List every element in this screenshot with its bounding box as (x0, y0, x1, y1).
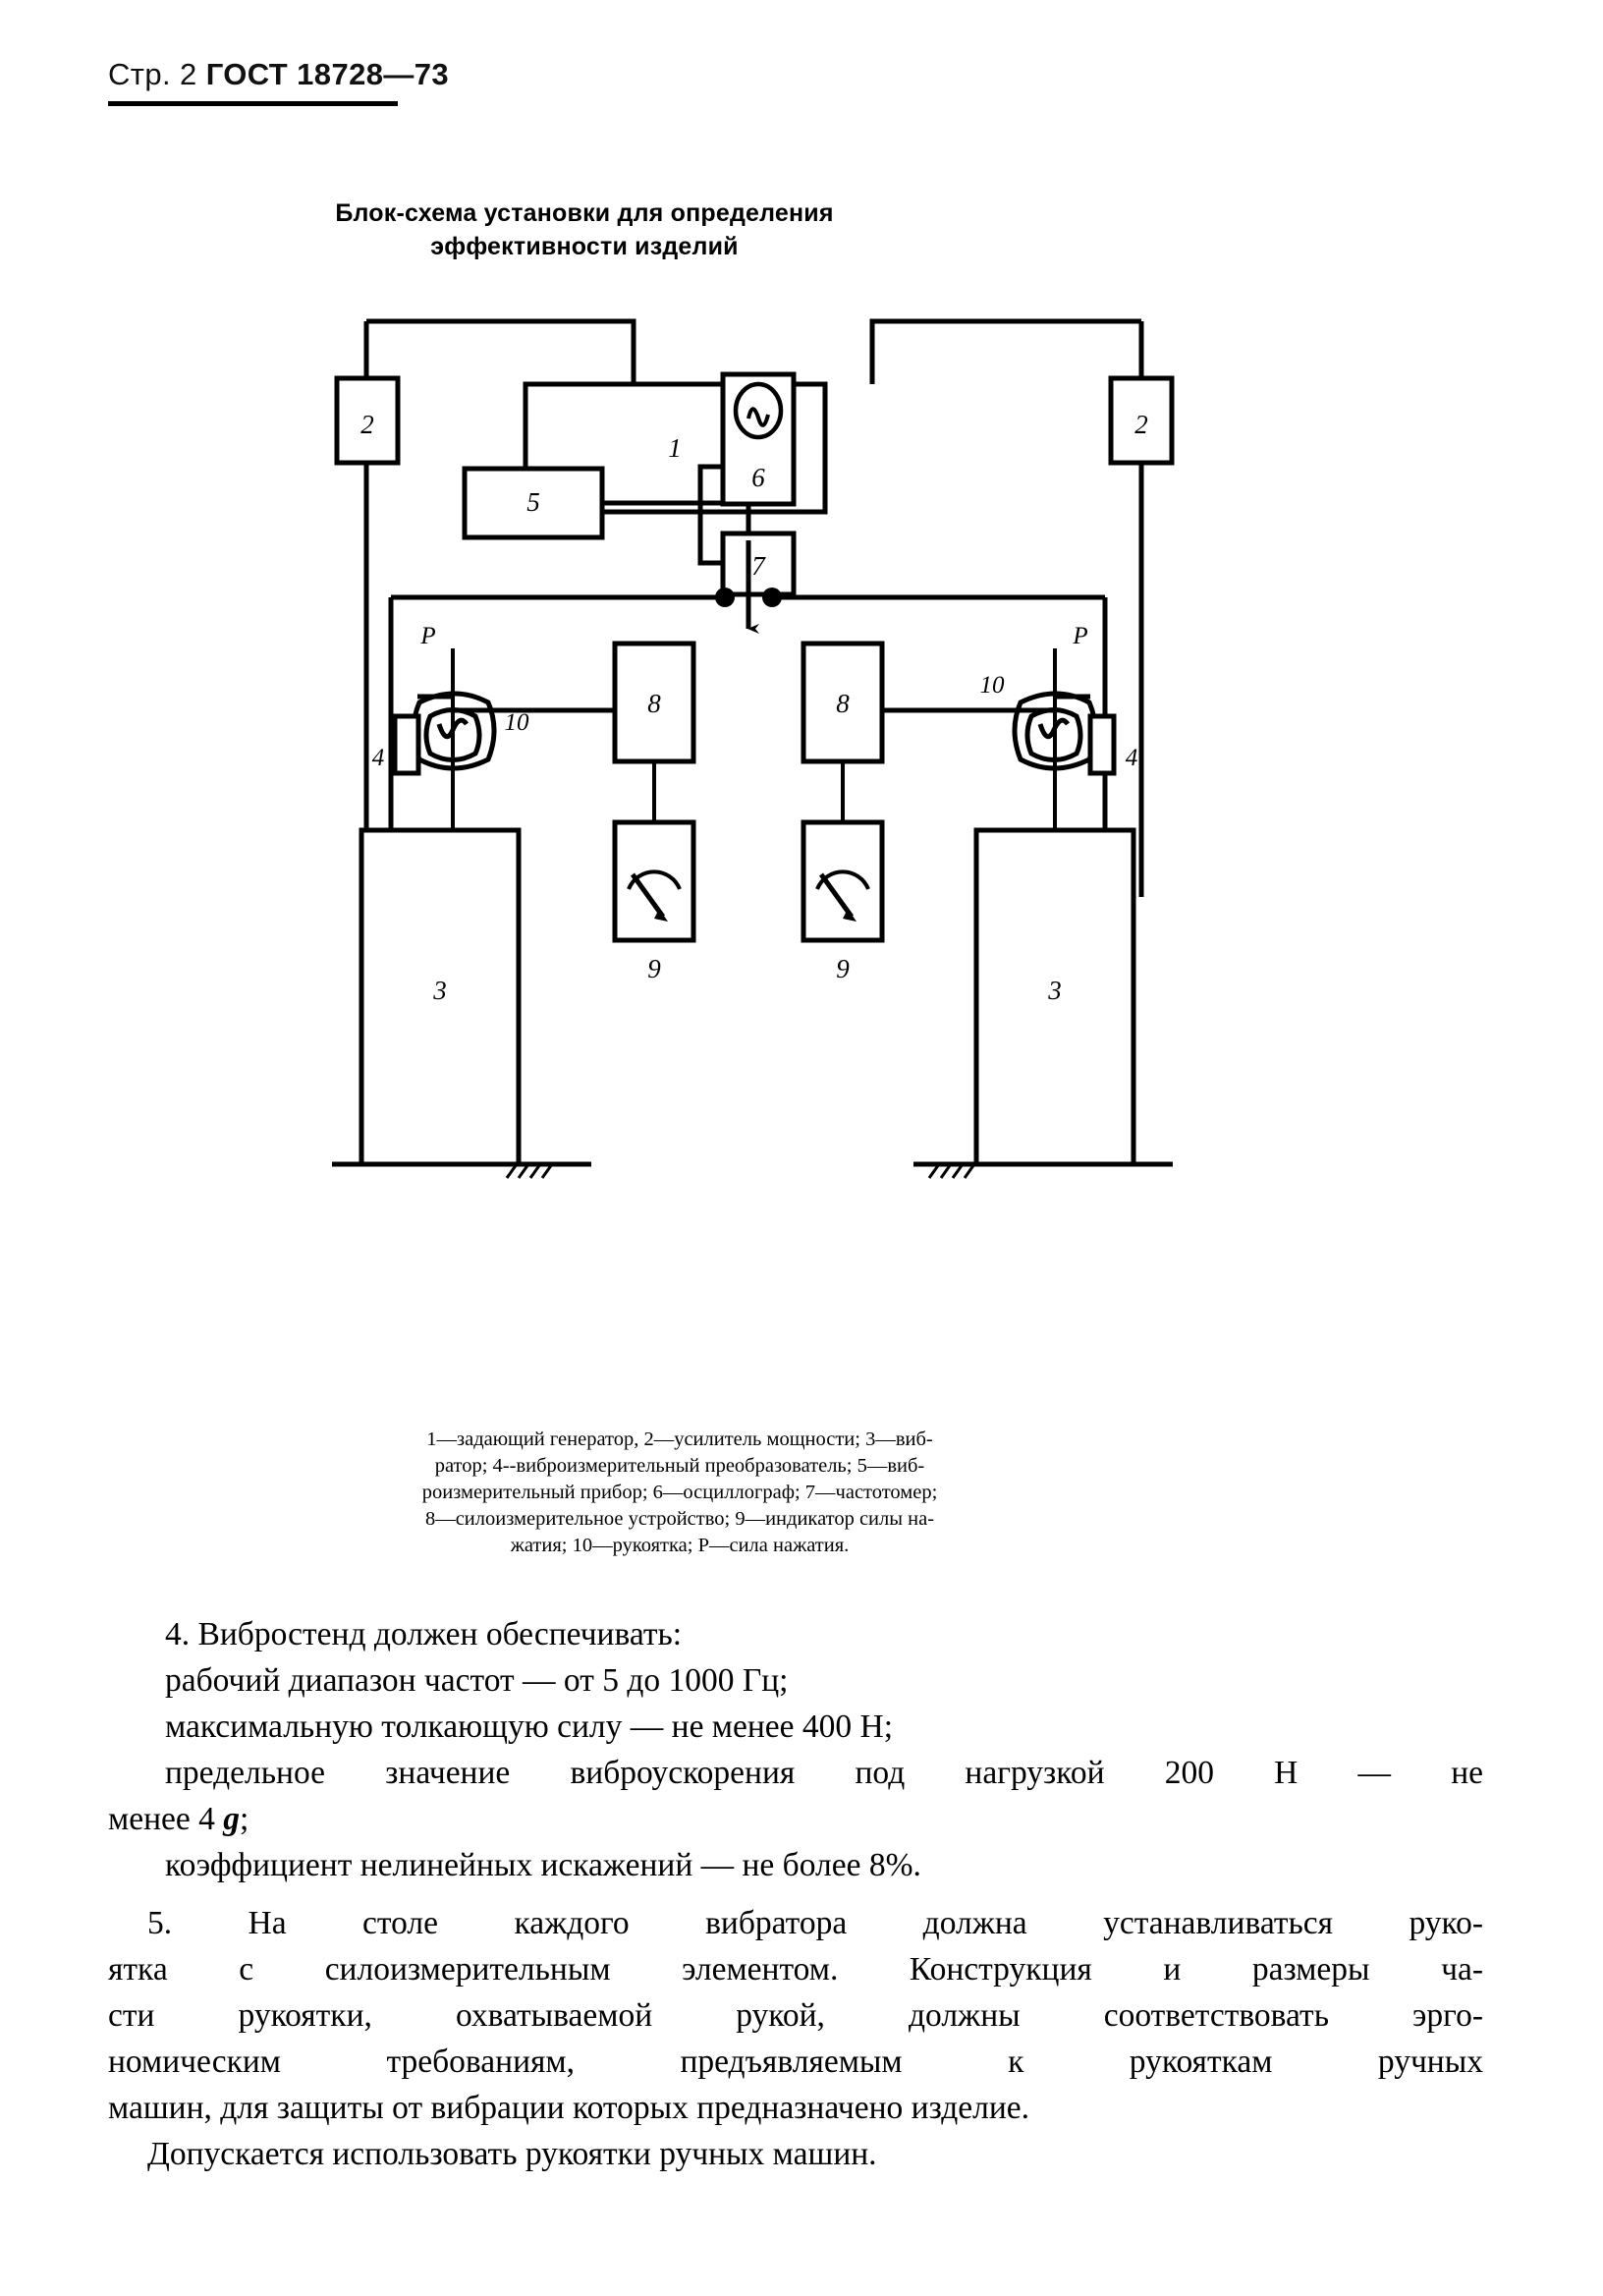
section-4-item-4: коэффициент нелинейных искажений — не бо… (165, 1847, 921, 1883)
diagram-block-3-right (973, 827, 1136, 1167)
diagram-block-2-right-label: 2 (1134, 410, 1148, 439)
section-5-line-5: машин, для защиты от вибрации которых пр… (108, 2090, 1029, 2126)
meter-dial-right-icon (815, 869, 870, 890)
diagram-block-2-left-label: 2 (360, 410, 374, 439)
section-5-line-4: номическим требованиям, предъявляемым к … (108, 2044, 1483, 2080)
ground-hatching-left (505, 1163, 554, 1179)
header-rule (108, 101, 398, 106)
page-header: Стр. 2 ГОСТ 18728—73 (108, 57, 560, 106)
meter-needle-tip-right-icon (843, 909, 857, 922)
diagram-block-3-left-label: 3 (432, 976, 447, 1005)
figure-caption-line-4: 8—силоизмерительное устройство; 9—индика… (424, 1508, 935, 1530)
section-4-item-1: рабочий диапазон частот — от 5 до 1000 Г… (165, 1662, 789, 1699)
diagram-block-9-left (612, 819, 696, 943)
diagram-block-9-right (801, 819, 885, 943)
section-4-item-3-line-2: менее 4 g; (108, 1796, 1483, 1842)
diagram-block-7-label: 7 (751, 551, 766, 581)
block-diagram: .wire { stroke:#000; stroke-width:5; fil… (324, 300, 1188, 1390)
diagram-block-8-right (801, 641, 885, 764)
meter-needle-left-icon (630, 872, 666, 919)
bus-terminal-dot-right (762, 588, 782, 607)
section-4-item-3-line-1: предельное значение виброускорения под н… (165, 1755, 1483, 1791)
diagram-block-9-right-label: 9 (836, 954, 850, 983)
section-4-item-2: максимальную толкающую силу — не менее 4… (165, 1708, 894, 1745)
section-5-line-3: сти рукоятки, охватываемой рукой, должны… (108, 1997, 1483, 2034)
section-5-line-2: ятка с силоизмерительным элементом. Конс… (108, 1951, 1483, 1988)
handle-left-label: 10 (505, 709, 530, 736)
figure-caption-line-5: жатия; 10—рукоятка; Р—сила нажатия. (510, 1535, 850, 1556)
figure-caption: 1—задающий генератор, 2—усилитель мощнос… (365, 1427, 994, 1559)
handle-right-label: 10 (980, 672, 1006, 699)
oscilloscope-waveform-icon (746, 407, 770, 427)
diagram-block-3-right-label: 3 (1047, 976, 1062, 1005)
diagram-block-4-right (1087, 713, 1117, 776)
section-4-item-3-unit: g (223, 1801, 240, 1837)
section-6-line-1: Допускается использовать рукоятки ручных… (147, 2136, 877, 2172)
diagram-block-8-left-label: 8 (647, 689, 661, 718)
diagram-block-3-left (359, 827, 522, 1167)
page-number-label: Стр. 2 (108, 57, 197, 91)
meter-dial-left-icon (627, 869, 682, 890)
figure-title-line-1: Блок-схема установки для определения (335, 199, 834, 227)
section-4-item-3-prefix: менее 4 (108, 1801, 224, 1837)
force-label-left: P (419, 623, 435, 649)
diagram-block-4-left-label: 4 (372, 745, 385, 771)
diagram-block-4-right-label: 4 (1126, 745, 1138, 771)
oscilloscope-screen-icon (733, 381, 784, 440)
diagram-block-1-label: 1 (668, 433, 682, 463)
figure-caption-line-2: ратор; 4--виброизмерительный преобразова… (434, 1455, 925, 1477)
paragraph-gap (108, 1888, 1483, 1900)
diagram-block-9-left-label: 9 (647, 954, 661, 983)
force-label-right: P (1072, 623, 1087, 649)
page-header-line: Стр. 2 ГОСТ 18728—73 (108, 57, 560, 92)
ground-hatching-right (927, 1163, 976, 1179)
meter-needle-tip-left-icon (654, 909, 668, 922)
meter-needle-right-icon (818, 872, 855, 919)
diagram-block-4-left (392, 713, 421, 776)
figure-caption-line-1: 1—задающий генератор, 2—усилитель мощнос… (426, 1428, 933, 1450)
section-4-heading: 4. Вибростенд должен обеспечивать: (165, 1616, 683, 1652)
diagram-block-6-label: 6 (751, 463, 765, 492)
bus-terminal-dot-left (715, 588, 735, 607)
figure-title-line-2: эффективности изделий (430, 233, 739, 260)
diagram-block-8-right-label: 8 (836, 689, 850, 718)
body-text: 4. Вибростенд должен обеспечивать: рабоч… (108, 1611, 1483, 2177)
diagram-block-5-label: 5 (526, 487, 540, 517)
section-5-line-1: 5. На столе каждого вибратора должна уст… (147, 1905, 1483, 1941)
standard-number: ГОСТ 18728—73 (205, 57, 450, 91)
figure-title: Блок-схема установки для определения эфф… (0, 196, 1169, 263)
diagram-block-7 (720, 531, 797, 597)
section-4-item-3-suffix: ; (239, 1801, 249, 1837)
figure-caption-line-3: роизмерительный прибор; 6—осциллограф; 7… (421, 1482, 938, 1503)
